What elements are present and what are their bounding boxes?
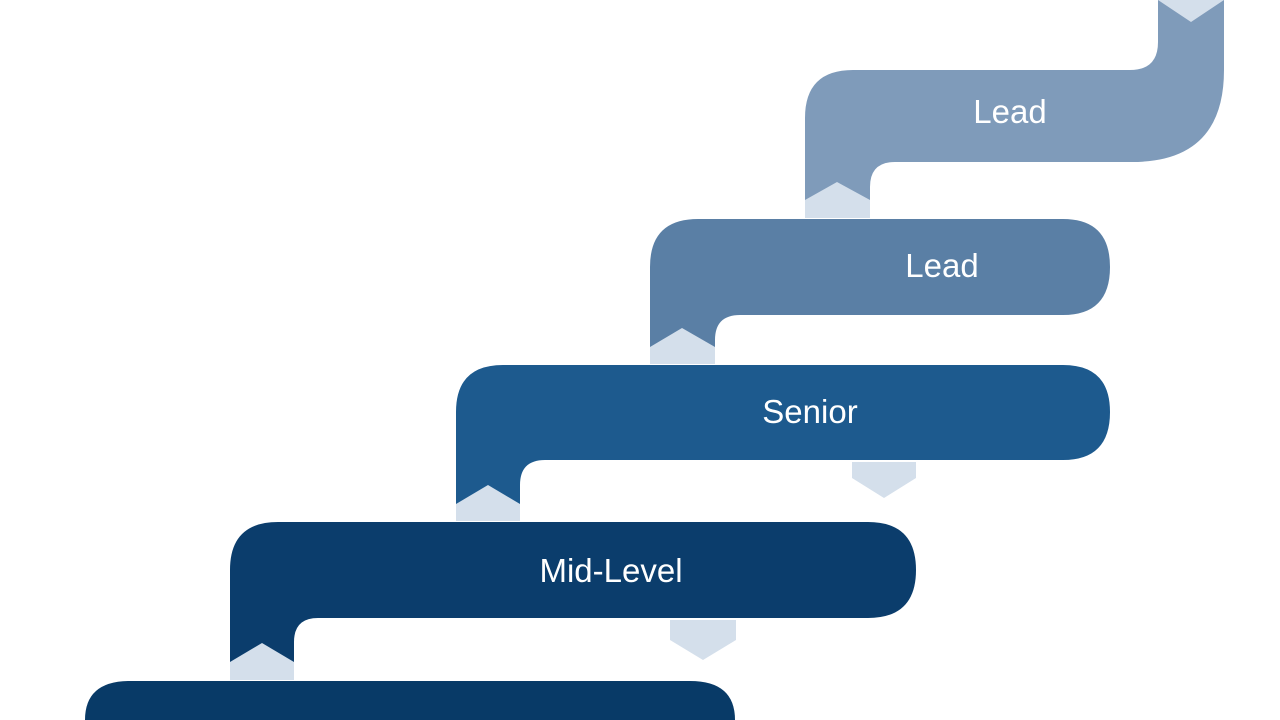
connector-up-arrow-icon: [650, 328, 715, 364]
connector-up-arrow-icon: [805, 182, 870, 218]
step-band-5: Lead: [805, 0, 1224, 217]
step-band-4: Lead: [650, 219, 1110, 364]
connector-down-arrow-icon: [852, 462, 916, 498]
step-label-2: Mid-Level: [539, 552, 682, 589]
step-band-2: Mid-Level: [230, 522, 916, 680]
step-label-3: Senior: [762, 393, 857, 430]
step-label-4: Lead: [905, 247, 978, 284]
step-band-4-shape: [650, 219, 1110, 364]
step-band-1-shape: [85, 681, 735, 720]
step-band-2-shape: [230, 522, 916, 680]
step-band-3: Senior: [456, 365, 1110, 520]
connector-up-arrow-icon: [456, 485, 520, 521]
step-band-3-shape: [456, 365, 1110, 520]
step-label-5: Lead: [973, 93, 1046, 130]
connector-up-arrow-icon: [230, 643, 294, 680]
step-band-1: [85, 681, 735, 720]
connector-down-arrow-icon: [1158, 0, 1224, 22]
connectors: [230, 0, 1224, 680]
connector-down-arrow-icon: [670, 620, 736, 660]
step-band-5-shape: [805, 0, 1224, 217]
